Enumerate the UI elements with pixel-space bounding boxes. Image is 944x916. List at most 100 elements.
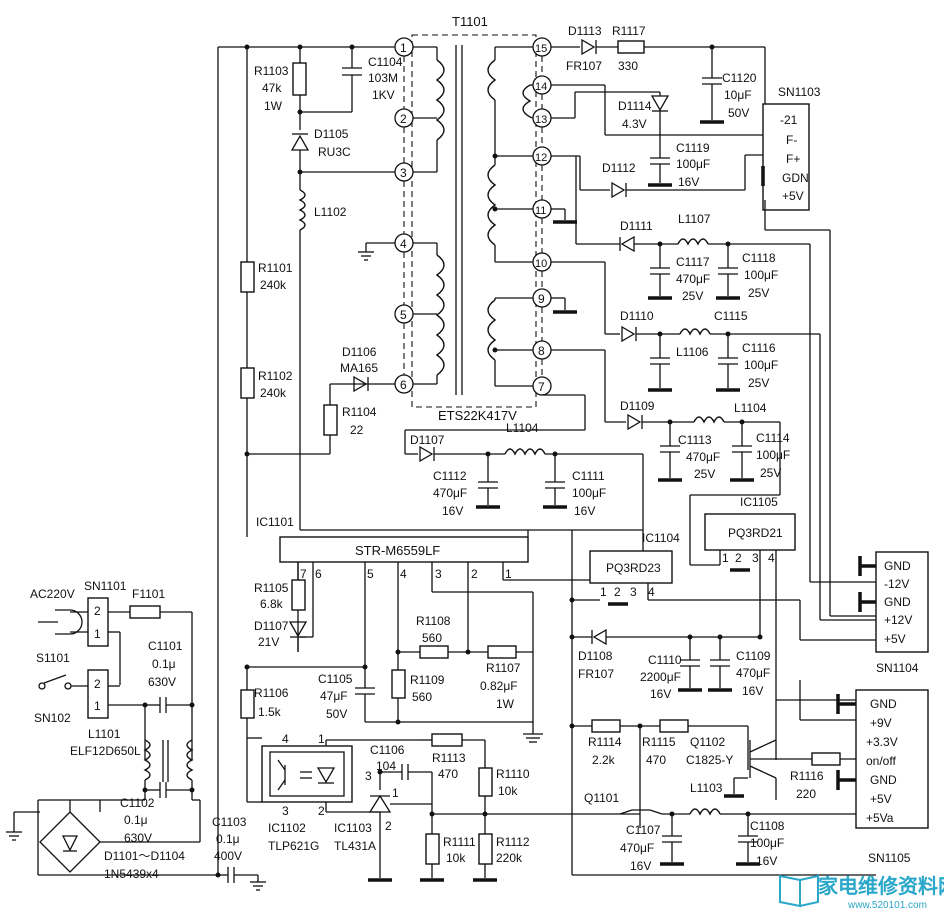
r1101-v1: 240k [260,278,287,292]
r1109-ref: R1109 [410,673,445,687]
r1106-v1: 1.5k [258,705,282,719]
pin-label: 1 [400,41,407,55]
pin-label: 11 [535,205,546,217]
c1112-ref: C1112 [433,469,467,483]
sn1105-pin3: +3.3V [866,735,898,749]
c1118-ref: C1118 [742,251,776,265]
c1112-v1: 470μF [433,486,467,500]
r1107-v2: 1W [496,697,515,711]
sn102-pin2: 2 [94,677,101,691]
c1117-v2: 25V [682,289,703,303]
pin-label: 4 [400,237,407,251]
opto-part: TLP621G [268,839,319,853]
c1107-v1: 470μF [620,841,654,855]
ic1104-pin1: 1 [600,585,607,599]
ic1105-pin2: 2 [735,551,742,565]
sn1103-ref: SN1103 [778,85,821,99]
sn1105-pin5: GND [870,773,897,787]
sn1104-pin2: -12V [884,577,909,591]
c1102-v1: 0.1μ [124,813,148,827]
c1103-v2: 400V [214,849,242,863]
c1120-v1: 10μF [724,88,752,102]
c1109-ref: C1109 [736,649,771,663]
pin-label: 9 [538,292,545,306]
c1110-v2: 16V [650,687,671,701]
connector-sn1104: GND -12V GND +12V +5V SN1104 [858,551,929,675]
r1103-ref: R1103 [254,64,289,78]
opto-pin1: 1 [318,732,325,746]
c1105-v1: 47μF [320,689,348,703]
c1102-v2: 630V [124,831,152,845]
aux-winding-feedback: D1106 MA165 R1104 22 D1107 L1104 C1112 4… [247,242,644,531]
standby-switch: R1114 2.2k R1115 470 Q1102 C1825-Y R1116… [572,680,876,876]
opto-pin2: 2 [318,804,325,818]
pin-label: 14 [535,81,547,93]
c1108-ref: C1108 [750,819,785,833]
d1105-v1: RU3C [318,145,351,159]
r1110-v1: 10k [498,784,518,798]
sn1105-pin1: GND [870,697,897,711]
ic1105-ref: IC1105 [740,495,778,509]
pin-label: 7 [538,380,545,394]
c1107-ref: C1107 [626,823,661,837]
r1105-ref: R1105 [254,581,289,595]
ic1101-pin4: 4 [400,567,407,581]
transformer-part: ETS22K417V [438,408,517,423]
c1119-ref: C1119 [676,141,710,155]
pin-label: 2 [400,112,407,126]
sn1101-pin2: 2 [94,604,101,618]
ic1101-pin3: 3 [435,567,442,581]
r1110-ref: R1110 [496,767,530,781]
r1116-ref: R1116 [790,769,824,783]
r1103-v1: 47k [262,81,282,95]
c1109-v1: 470μF [736,666,770,680]
c1111-v1: 100μF [572,486,606,500]
ic1101-pin1: 1 [505,567,512,581]
pin-label: 13 [535,114,547,126]
sn1103-pin1: -21 [780,113,798,127]
c1105-ref: C1105 [318,672,353,686]
primary-snubber: R1103 47k 1W C1104 103M 1KV D1105 RU3C L… [217,44,529,875]
d1109-ref: D1109 [620,399,655,413]
ic1101-pin2: 2 [471,567,478,581]
opto-ref: IC1102 [268,821,306,835]
regulator-ic1105: IC1105 PQ3RD21 1 2 3 4 [690,495,796,760]
d1106-ref: D1106 [342,345,377,359]
r1104-v1: 22 [350,423,364,437]
ic1101-pin5: 5 [367,567,374,581]
r1103-v2: 1W [264,99,283,113]
c1118-v1: 100μF [744,268,778,282]
d1107z-v1: 21V [258,635,279,649]
c1108-v1: 100μF [750,836,784,850]
sn1101-ref: SN1101 [84,579,127,593]
pin-label: 5 [400,308,407,322]
sn1104-pin3: GND [884,595,911,609]
primary-pins: 1 2 3 4 5 6 [394,37,438,394]
l1104-ref: L1104 [506,421,539,435]
sn1105-ref: SN1105 [868,851,911,865]
ic1101-peripheral: R1105 6.8k D1107 21V R1108 560 R1107 0.8… [240,562,543,743]
startup-resistors: R1101 240k R1102 240k [240,47,293,537]
ic1104-pin2: 2 [614,585,621,599]
d1112-ref: D1112 [602,161,636,175]
transformer-ref: T1101 [452,14,488,29]
d1113-ref: D1113 [568,24,602,38]
ic1101-part: STR-M6559LF [355,543,440,558]
sn1105-pin7: +5Va [866,811,894,825]
c1107-v2: 16V [630,859,651,873]
sn102-pin1: 1 [94,699,101,713]
q1101-ref: Q1101 [584,791,619,805]
c1114-v2: 25V [760,466,781,480]
bridge-ref: D1101～D1104 [104,849,185,863]
ic1105-pin3: 3 [752,551,759,565]
r1107-v1: 0.82μF [480,679,518,693]
pin-label: 12 [535,152,547,164]
output-21v: D1113 FR107 R1117 330 C1120 10μF 50V [551,24,766,124]
d1107z-ref: D1107 [254,619,289,633]
r1111-v1: 10k [446,851,466,865]
opto-pin3: 3 [282,804,289,818]
c1114-ref: C1114 [756,431,790,445]
c1106-v1: 104 [376,759,396,773]
r1102-v1: 240k [260,386,287,400]
